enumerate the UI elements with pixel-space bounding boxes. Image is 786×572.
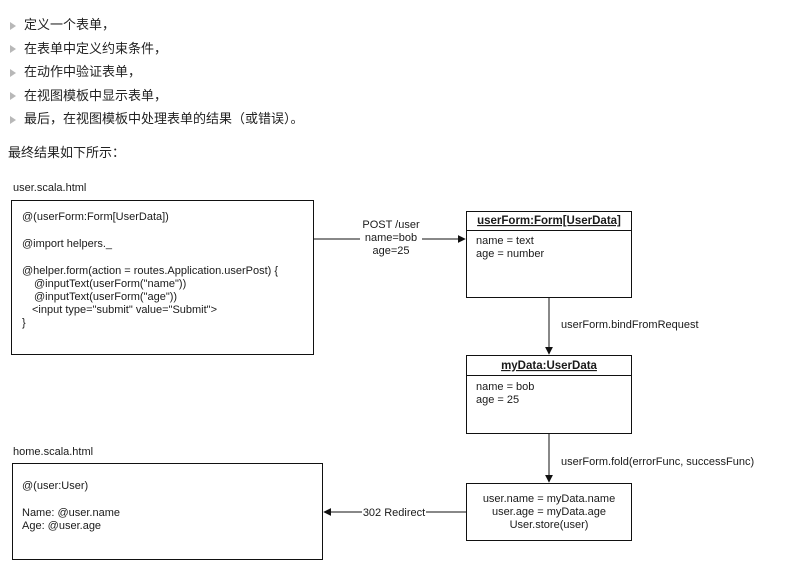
store-box-line: user.age = myData.age	[492, 506, 606, 518]
redirect-arrow-label-bg	[362, 504, 426, 520]
bullet-triangle-icon	[10, 68, 16, 77]
data-box	[466, 355, 632, 434]
steps-list: 定义一个表单， 在表单中定义约束条件， 在动作中验证表单， 在视图模板中显示表单…	[8, 14, 304, 132]
user-view-line: }	[22, 317, 26, 329]
redirect-arrow-label: 302 Redirect	[363, 507, 425, 519]
list-item-text: 定义一个表单，	[24, 18, 116, 33]
store-box-line: User.store(user)	[510, 519, 589, 531]
user-view-line: @helper.form(action = routes.Application…	[22, 265, 278, 277]
list-item: 在表单中定义约束条件，	[8, 38, 304, 62]
form-box	[466, 211, 632, 298]
list-item-text: 在表单中定义约束条件，	[24, 41, 168, 57]
post-arrow-label-bg	[360, 216, 422, 258]
data-box-line: age = 25	[476, 394, 519, 406]
bullet-triangle-icon	[10, 45, 16, 54]
form-box-title: userForm:Form[UserData]	[477, 215, 621, 227]
user-view-box	[11, 200, 314, 355]
list-item: 定义一个表单，	[8, 14, 304, 38]
list-item: 最后，在视图模板中处理表单的结果（或错误）。	[8, 108, 304, 132]
user-view-filename: user.scala.html	[13, 182, 86, 194]
bullet-triangle-icon	[10, 92, 16, 101]
bullet-triangle-icon	[10, 115, 16, 124]
form-box-line: age = number	[476, 248, 545, 260]
user-view-line: <input type="submit" value="Submit">	[32, 304, 217, 316]
home-view-filename: home.scala.html	[13, 446, 93, 458]
list-item-text: 在动作中验证表单，	[24, 65, 142, 80]
fold-arrow-label: userForm.fold(errorFunc, successFunc)	[561, 456, 754, 468]
bullet-triangle-icon	[10, 21, 16, 30]
user-view-line: @inputText(userForm("name"))	[34, 278, 186, 290]
intro-text: 最终结果如下所示：	[8, 146, 126, 161]
post-arrow-label: name=bob	[365, 232, 417, 244]
home-view-line: Name: @user.name	[22, 507, 120, 519]
user-view-line: @inputText(userForm("age"))	[34, 291, 177, 303]
store-box	[466, 483, 632, 541]
store-box-line: user.name = myData.name	[483, 493, 615, 505]
list-item-text: 最后，在视图模板中处理表单的结果（或错误）。	[24, 112, 304, 127]
list-item-text: 在视图模板中显示表单，	[24, 88, 168, 104]
list-item: 在动作中验证表单，	[8, 61, 304, 85]
home-view-line: Age: @user.age	[22, 520, 101, 532]
data-box-line: name = bob	[476, 381, 534, 393]
user-view-line: @import helpers._	[22, 238, 113, 250]
bind-arrow-label: userForm.bindFromRequest	[561, 319, 699, 331]
data-box-title: myData:UserData	[501, 360, 597, 372]
post-arrow-label: POST /user	[362, 219, 420, 231]
user-view-line: @(userForm:Form[UserData])	[22, 211, 169, 223]
form-box-line: name = text	[476, 235, 534, 247]
home-view-box	[12, 463, 323, 560]
list-item: 在视图模板中显示表单，	[8, 85, 304, 109]
post-arrow-label: age=25	[372, 245, 409, 257]
home-view-line: @(user:User)	[22, 480, 88, 492]
